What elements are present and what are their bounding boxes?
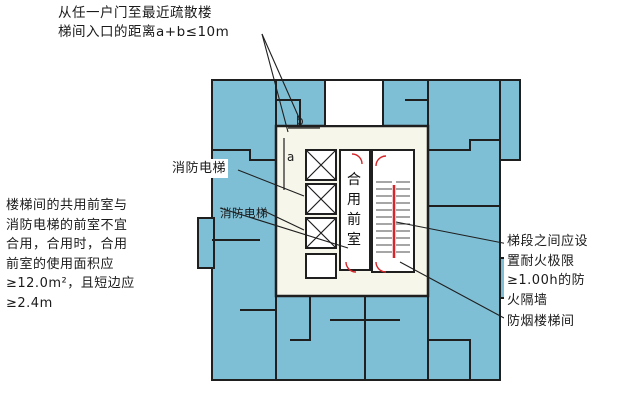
elevator-shaft-1-cross <box>305 149 337 181</box>
top-note-label: 从任一户门至最近疏散楼 梯间入口的距离a+b≤10m <box>58 5 230 40</box>
top-entrance <box>324 79 384 127</box>
unit-wall-top-left <box>276 99 301 126</box>
leader-smoke-stair <box>399 261 505 319</box>
unit-walls <box>212 99 500 380</box>
plan-right-top-ext <box>499 79 521 161</box>
leader-top-note-2 <box>261 33 301 121</box>
dimension-lines <box>283 127 320 190</box>
plan-right-block <box>427 79 501 381</box>
door-swing-anteroom-bottom <box>345 261 357 273</box>
shared-anteroom-label: 合 用 前 室 <box>347 172 361 248</box>
shared-anteroom-room <box>339 149 371 271</box>
left-note-label: 楼梯间的共用前室与 消防电梯的前室不宜 合用，合用时，合用 前室的使用面积应 ≥… <box>6 196 137 313</box>
smoke-stair-label: 防烟楼梯间 <box>504 312 578 331</box>
door-swings <box>345 153 387 273</box>
leader-left-note <box>219 207 349 249</box>
fire-lift-lower-label: 消防电梯 <box>220 206 268 220</box>
right-note-label: 梯段之间应设 置耐火极限 ≥1.00h的防 火隔墙 <box>504 232 592 310</box>
unit-wall-left-1 <box>212 149 276 161</box>
fire-elevator-shafts <box>305 149 337 279</box>
plan-left-bottom-ext <box>197 217 215 269</box>
door-swing-stair-top <box>375 155 387 167</box>
leader-right-note <box>395 221 509 245</box>
stair-treads <box>376 181 410 253</box>
leader-top-note-1 <box>261 33 289 133</box>
dim-b-label: b <box>296 114 305 128</box>
dim-a-label: a <box>287 150 295 164</box>
elevator-shaft-2-cross <box>305 183 337 215</box>
plan-bottom-block <box>275 295 429 381</box>
leader-fire-lift-lower <box>261 209 305 231</box>
unit-wall-right-1 <box>428 139 500 151</box>
door-swing-stair-bottom <box>375 261 387 273</box>
unit-wall-bottom-4 <box>428 339 471 380</box>
door-swing-anteroom-top <box>351 153 363 165</box>
plan-left-block <box>211 79 277 381</box>
leader-lines <box>219 33 509 319</box>
utility-closet <box>305 253 337 279</box>
fire-lift-upper-label: 消防电梯 <box>170 159 229 178</box>
unit-wall-bottom-1 <box>290 296 311 341</box>
leader-fire-lift-upper <box>237 169 305 197</box>
